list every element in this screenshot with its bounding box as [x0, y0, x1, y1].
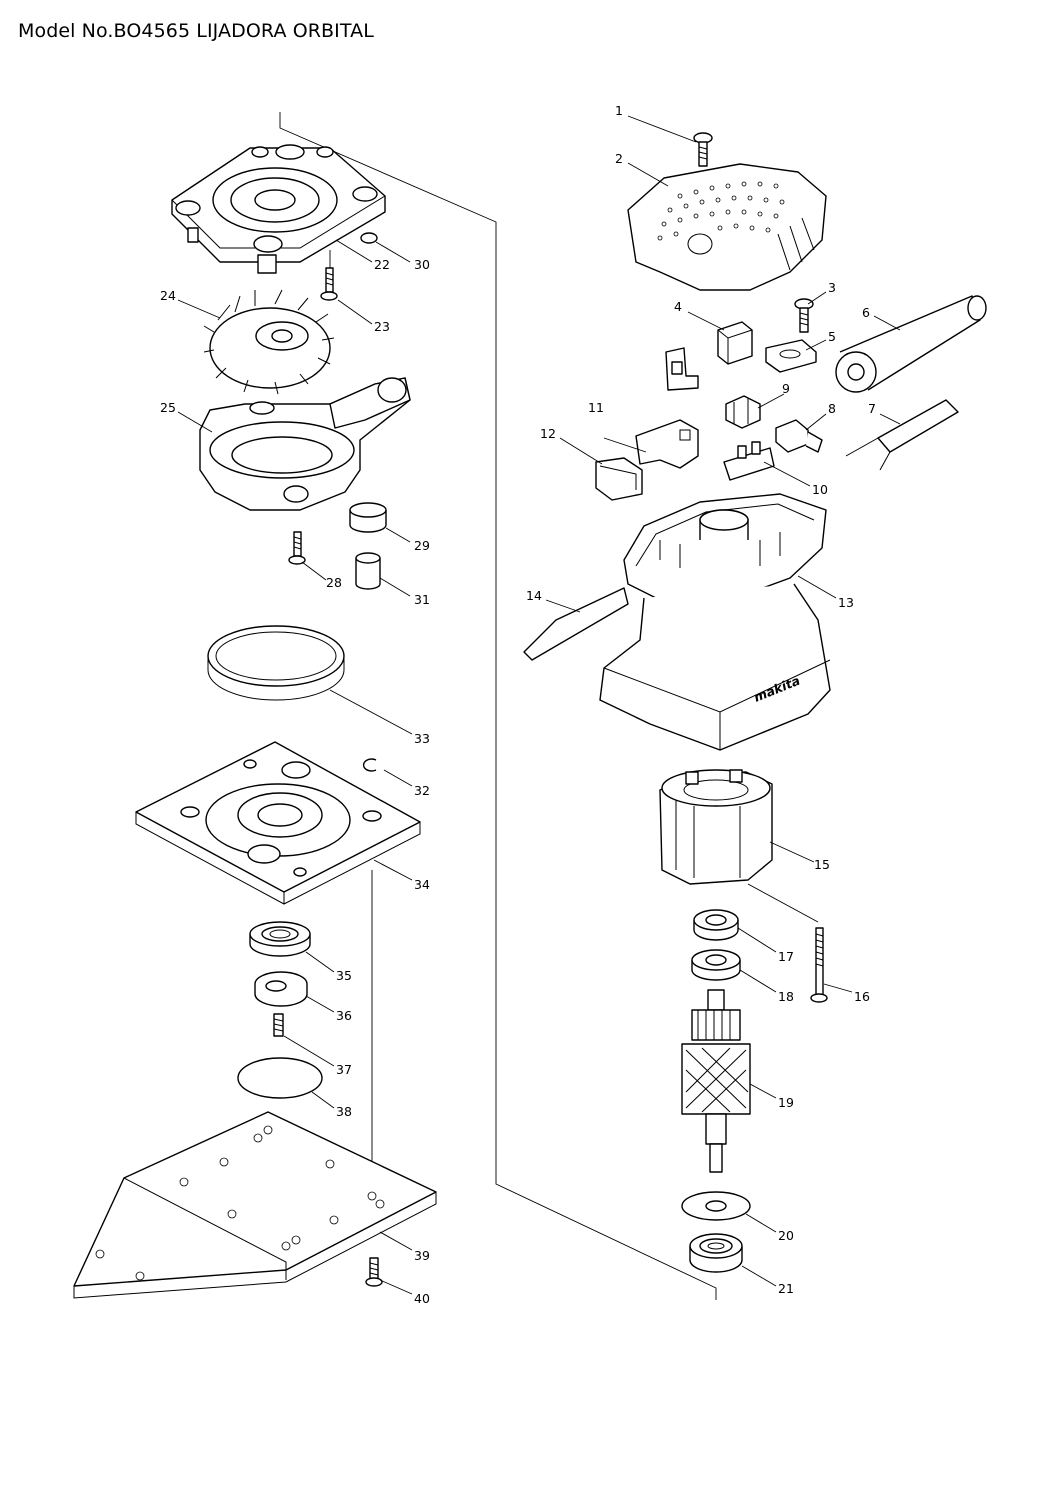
label-part-29: 29 — [414, 538, 430, 553]
part-1-screw — [693, 132, 713, 167]
part-20-washer — [681, 1191, 751, 1221]
label-part-20: 20 — [778, 1228, 794, 1243]
label-part-7: 7 — [868, 401, 876, 416]
label-part-30: 30 — [414, 257, 430, 272]
part-23-screw — [320, 267, 338, 301]
label-part-4: 4 — [674, 299, 682, 314]
part-labels: 1 2 3 4 5 6 7 8 9 10 11 12 13 14 15 16 1… — [160, 103, 876, 1306]
part-15-field — [659, 769, 773, 885]
label-part-39: 39 — [414, 1248, 430, 1263]
part-18-ball-bearing — [691, 949, 741, 981]
part-16-screw — [810, 927, 828, 1003]
label-part-36: 36 — [336, 1008, 352, 1023]
part-35-ball-bearing — [249, 921, 311, 957]
part-8-carbon-brush — [775, 419, 823, 453]
label-part-19: 19 — [778, 1095, 794, 1110]
part-30-o-ring — [360, 232, 378, 244]
part-5-strain-relief — [765, 339, 817, 373]
label-part-34: 34 — [414, 877, 430, 892]
part-34-base-frame — [135, 741, 421, 905]
label-part-17: 17 — [778, 949, 794, 964]
label-part-9: 9 — [782, 381, 790, 396]
label-part-8: 8 — [828, 401, 836, 416]
label-part-35: 35 — [336, 968, 352, 983]
label-part-12: 12 — [540, 426, 556, 441]
part-32-retaining-ring — [362, 758, 377, 772]
label-part-22: 22 — [374, 257, 390, 272]
label-part-2: 2 — [615, 151, 623, 166]
label-part-13: 13 — [838, 595, 854, 610]
part-31-sleeve — [355, 552, 381, 590]
label-part-33: 33 — [414, 731, 430, 746]
label-part-40: 40 — [414, 1291, 430, 1306]
label-part-38: 38 — [336, 1104, 352, 1119]
label-part-32: 32 — [414, 783, 430, 798]
label-part-14: 14 — [526, 588, 542, 603]
leader-lines — [177, 115, 901, 1295]
label-part-11: 11 — [588, 400, 604, 415]
label-part-31: 31 — [414, 592, 430, 607]
part-2-rear-cover — [627, 163, 827, 291]
part-24-fan — [203, 289, 335, 395]
label-part-37: 37 — [336, 1062, 352, 1077]
part-11-switch — [635, 419, 699, 469]
part-40-screw — [365, 1257, 383, 1287]
label-part-28: 28 — [326, 575, 342, 590]
label-part-15: 15 — [814, 857, 830, 872]
part-21-ball-bearing — [689, 1233, 743, 1273]
part-7-power-cord — [845, 399, 959, 471]
part-9-brush-holder — [725, 395, 761, 429]
part-29-rubber-ring — [349, 502, 387, 533]
label-part-5: 5 — [828, 329, 836, 344]
part-28-screw — [288, 531, 306, 565]
part-33-rubber-ring — [207, 625, 345, 701]
label-part-10: 10 — [812, 482, 828, 497]
part-36-balancer — [254, 971, 308, 1007]
part-25-fan-housing — [199, 377, 411, 511]
label-part-25: 25 — [160, 400, 176, 415]
page-title: Model No.BO4565 LIJADORA ORBITAL — [18, 20, 374, 42]
part-19-armature — [681, 989, 751, 1173]
part-3-screw — [794, 298, 814, 333]
label-part-21: 21 — [778, 1281, 794, 1296]
part-10-terminal — [723, 441, 775, 481]
label-part-16: 16 — [854, 989, 870, 1004]
label-part-24: 24 — [160, 288, 176, 303]
part-12-switch-lever — [595, 457, 643, 501]
part-14-handle-strip — [523, 587, 629, 661]
part-38-o-ring — [237, 1057, 323, 1099]
part-6-cord-guard — [835, 295, 987, 393]
part-39-sanding-pad — [73, 1111, 437, 1299]
part-13-motor-housing: makita — [599, 493, 831, 751]
part-17-ball-bearing — [693, 909, 739, 941]
label-part-3: 3 — [828, 280, 836, 295]
label-part-6: 6 — [862, 305, 870, 320]
label-part-23: 23 — [374, 319, 390, 334]
part-37-screw — [273, 1013, 284, 1037]
label-part-18: 18 — [778, 989, 794, 1004]
part-22-bearing-retainer-plate — [171, 144, 386, 274]
label-part-1: 1 — [615, 103, 623, 118]
part-4-switch — [665, 321, 753, 391]
